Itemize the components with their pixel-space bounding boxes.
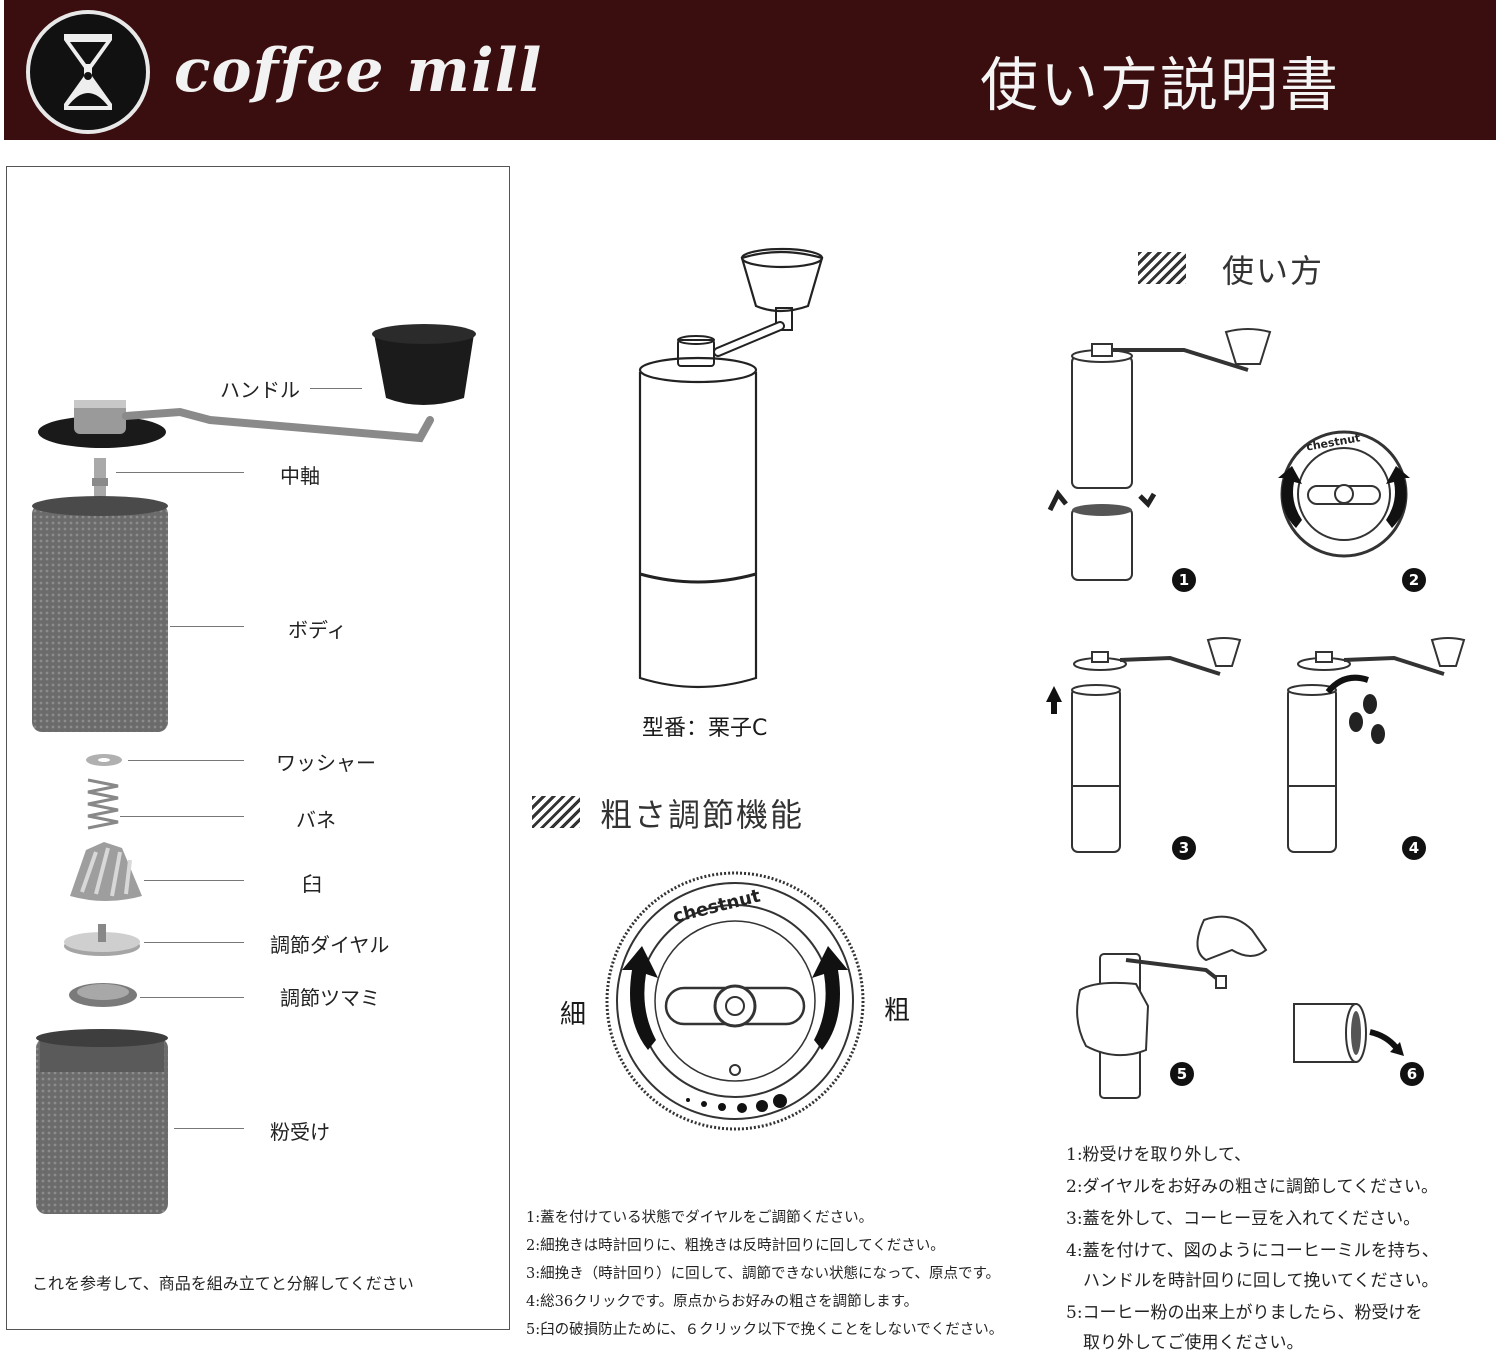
step-3-illustration <box>1046 637 1242 853</box>
usage-instruction-1: 1:粉受けを取り外して、 <box>1066 1145 1252 1165</box>
model-number-label: 型番：栗子C <box>642 716 768 741</box>
burr-illustration <box>70 842 142 901</box>
logo-text: coffee mill <box>174 36 543 106</box>
spring-illustration <box>87 778 119 830</box>
leader-line <box>116 472 244 473</box>
parts-panel <box>6 166 510 1330</box>
usage-instruction-3: 3:蓋を外して、コーヒー豆を入れてください。 <box>1066 1209 1421 1229</box>
section-hatch-marker <box>532 796 580 828</box>
hourglass-logo-icon <box>26 10 150 134</box>
step-2-badge: 2 <box>1402 568 1426 592</box>
adjust-knob-illustration <box>69 983 137 1007</box>
adjust-dial-diagram <box>605 871 865 1131</box>
part-label-washer: ワッシャー <box>276 751 376 775</box>
usage-instruction-4-cont: ハンドルを時計回りに回して挽いてください。 <box>1066 1271 1439 1291</box>
part-label-adjust-dial: 調節ダイヤル <box>270 933 390 957</box>
part-label-grounds-catcher: 粉受け <box>270 1120 330 1144</box>
step-4-illustration <box>1287 637 1466 853</box>
body-illustration <box>32 496 168 732</box>
step-4-badge: 4 <box>1402 836 1426 860</box>
leader-line <box>174 1128 244 1129</box>
part-label-shaft: 中軸 <box>280 464 320 488</box>
part-label-spring: バネ <box>296 808 336 832</box>
usage-instruction-5-cont: 取り外してご使用ください。 <box>1066 1333 1304 1353</box>
adjust-note-3: 3:細挽き（時計回り）に回して、調節できない状態になって、原点です。 <box>526 1266 1001 1282</box>
part-label-body: ボディ <box>288 618 347 642</box>
page-title: 使い方説明書 <box>980 51 1341 119</box>
washer-illustration <box>86 754 122 766</box>
usage-instruction-4: 4:蓋を付けて、図のようにコーヒーミルを持ち、 <box>1066 1241 1439 1261</box>
adjust-note-1: 1:蓋を付けている状態でダイヤルをご調節ください。 <box>526 1210 874 1226</box>
coarse-label: 粗 <box>884 996 911 1026</box>
grinder-line-drawing <box>638 247 824 689</box>
usage-section-title: 使い方 <box>1222 252 1325 290</box>
leader-line <box>144 880 244 881</box>
header-banner: coffee mill 使い方説明書 <box>4 0 1496 140</box>
step-5-badge: 5 <box>1170 1062 1194 1086</box>
section-hatch-marker <box>1138 252 1186 284</box>
step-1-illustration <box>1047 328 1272 581</box>
leader-line <box>120 816 244 817</box>
usage-instruction-2: 2:ダイヤルをお好みの粗さに調節してください。 <box>1066 1177 1439 1197</box>
adjust-note-5: 5:臼の破損防止ために、６クリック以下で挽くことをしないでください。 <box>526 1322 1004 1338</box>
step-6-illustration <box>1293 1003 1404 1063</box>
leader-line <box>144 942 244 943</box>
leader-line <box>128 760 244 761</box>
adjust-section-title: 粗さ調節機能 <box>600 796 805 834</box>
leader-line <box>140 997 244 998</box>
part-label-burr: 臼 <box>302 872 322 896</box>
adjust-dial-illustration <box>64 924 140 956</box>
step-5-illustration <box>1076 915 1268 1099</box>
step-6-badge: 6 <box>1400 1062 1424 1086</box>
part-label-handle: ハンドル <box>220 378 300 402</box>
handle-illustration <box>38 324 476 448</box>
leader-line <box>310 388 362 389</box>
usage-instruction-5: 5:コーヒー粉の出来上がりましたら、粉受けを <box>1066 1303 1423 1323</box>
adjust-note-2: 2:細挽きは時計回りに、粗挽きは反時計回りに回してください。 <box>526 1238 945 1254</box>
adjust-note-4: 4:総36クリックです。原点からお好みの粗さを調節します。 <box>526 1294 919 1310</box>
fine-label: 細 <box>560 1000 587 1030</box>
assembly-note: これを参考して、商品を組み立てと分解してください <box>32 1274 414 1293</box>
step-1-badge: 1 <box>1172 568 1196 592</box>
step-2-illustration <box>1278 430 1410 558</box>
step-3-badge: 3 <box>1172 836 1196 860</box>
grounds-catcher-illustration <box>36 1029 168 1214</box>
leader-line <box>170 626 244 627</box>
part-label-adjust-knob: 調節ツマミ <box>280 986 380 1010</box>
